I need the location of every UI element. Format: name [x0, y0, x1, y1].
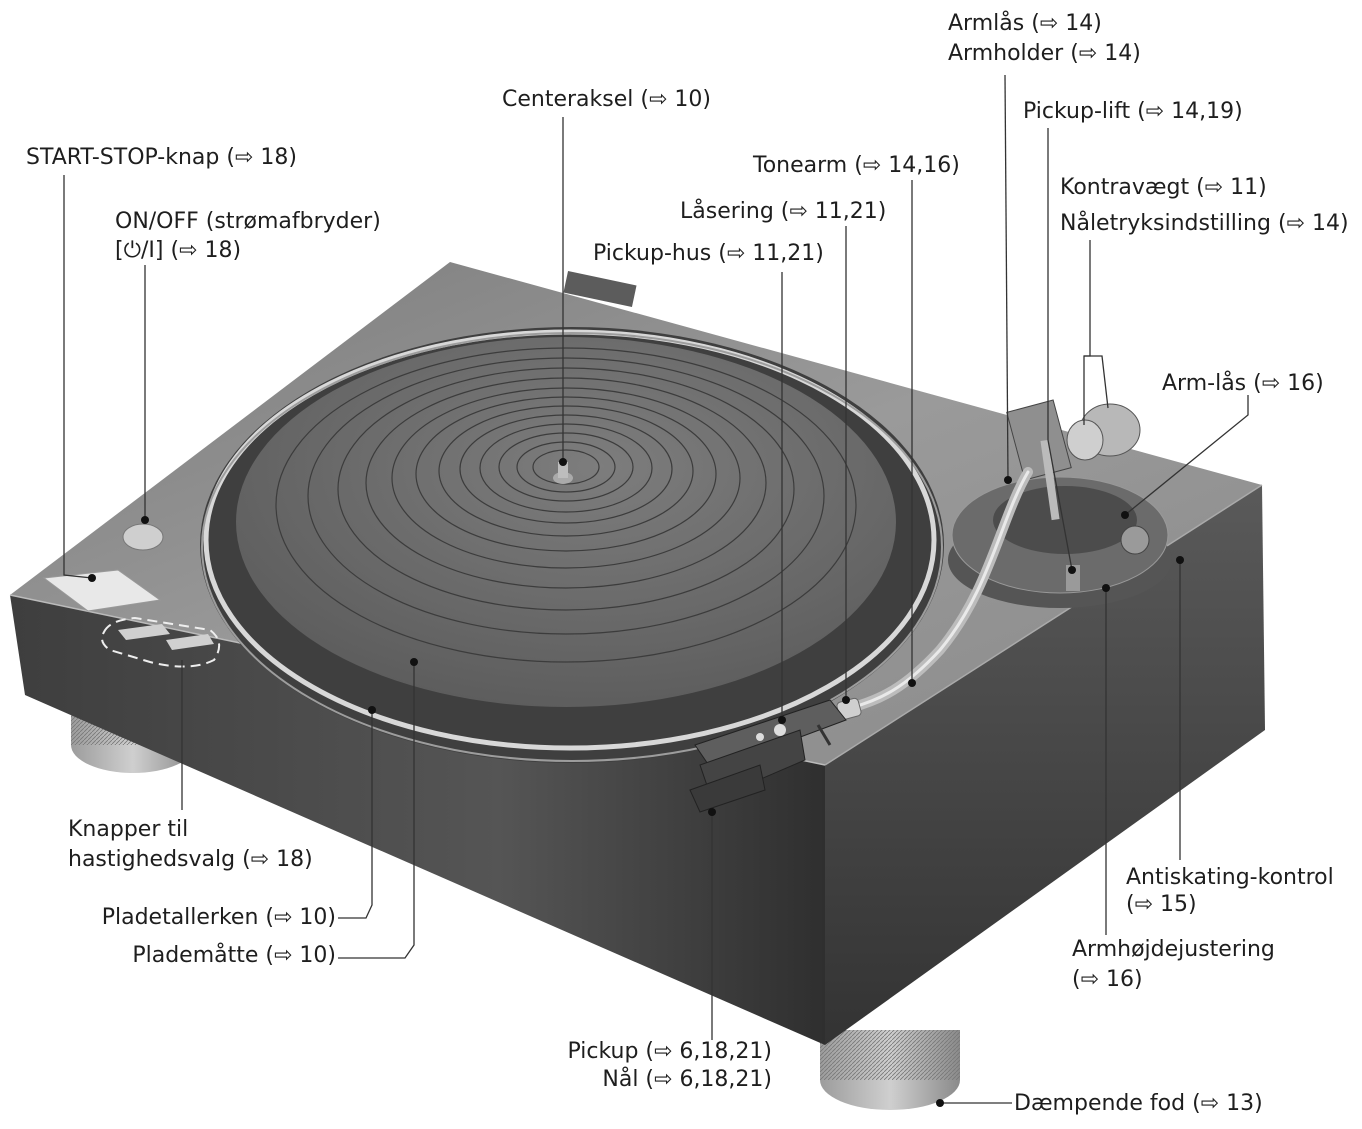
label-armlas: Armlås (⇨ 14)	[948, 10, 1102, 37]
label-onoff-line1: ON/OFF (strømafbryder)	[115, 208, 381, 235]
platter-group	[200, 327, 944, 763]
label-daempende-fod: Dæmpende fod (⇨ 13)	[1014, 1090, 1263, 1117]
label-onoff-line2: [⏻/I] (⇨ 18)	[115, 237, 241, 264]
anti-skating-knob	[1121, 526, 1149, 554]
label-knapper-line2: hastighedsvalg (⇨ 18)	[68, 846, 313, 873]
label-antiskating-line2: (⇨ 15)	[1126, 891, 1197, 918]
label-arm-las: Arm-lås (⇨ 16)	[1162, 370, 1324, 397]
label-start-stop: START-STOP-knap (⇨ 18)	[26, 144, 297, 171]
label-tonearm: Tonearm (⇨ 14,16)	[753, 152, 960, 179]
label-pickup-hus: Pickup-hus (⇨ 11,21)	[593, 240, 824, 267]
label-armholder: Armholder (⇨ 14)	[948, 40, 1141, 67]
label-armhojde-line2: (⇨ 16)	[1072, 966, 1143, 993]
label-kontravaegt: Kontravægt (⇨ 11)	[1060, 174, 1267, 201]
label-plademaatte: Plademåtte (⇨ 10)	[60, 942, 336, 969]
label-lasering: Låsering (⇨ 11,21)	[680, 198, 886, 225]
label-pickup-lift: Pickup-lift (⇨ 14,19)	[1023, 98, 1243, 125]
label-pladetallerken: Pladetallerken (⇨ 10)	[60, 904, 336, 931]
label-naletryk: Nåletryksindstilling (⇨ 14)	[1060, 210, 1349, 237]
label-antiskating-line1: Antiskating-kontrol	[1126, 864, 1334, 891]
mat	[236, 337, 896, 707]
label-nal: Nål (⇨ 6,18,21)	[480, 1066, 772, 1093]
label-armhojde-line1: Armhøjdejustering	[1072, 936, 1275, 963]
counterweight-dial	[1067, 420, 1103, 460]
power-knob	[123, 524, 163, 550]
foot-front-right-knurl	[820, 1030, 960, 1080]
label-centeraksel: Centeraksel (⇨ 10)	[502, 86, 711, 113]
label-pickup: Pickup (⇨ 6,18,21)	[480, 1038, 772, 1065]
label-knapper-line1: Knapper til	[68, 816, 188, 843]
